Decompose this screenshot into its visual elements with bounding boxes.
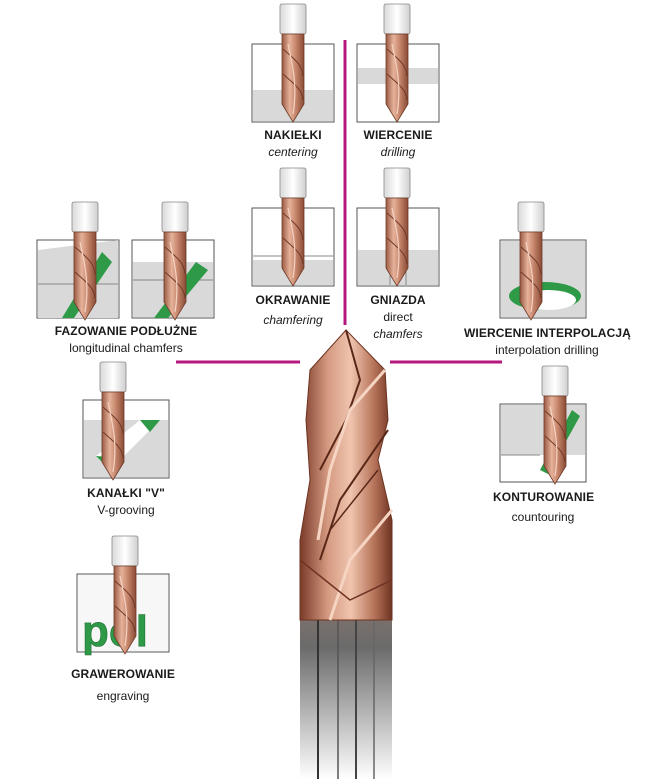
engraving-illustration: pol bbox=[76, 535, 170, 656]
label-direct-chamfers-pl: GNIAZDA bbox=[370, 293, 426, 307]
label-engraving-en: engraving bbox=[96, 689, 150, 703]
drilling-illustration bbox=[356, 3, 440, 123]
interpolation-drilling-illustration bbox=[499, 201, 587, 321]
direct-chamfers-illustration bbox=[356, 167, 440, 287]
label-drilling-pl: WIERCENIE bbox=[363, 128, 433, 142]
longitudinal-chamfers-illustration-1 bbox=[36, 201, 120, 321]
label-countouring: KONTUROWANIE countouring bbox=[493, 489, 595, 526]
countouring-illustration bbox=[499, 365, 587, 485]
label-centering-pl: NAKIEŁKI bbox=[264, 128, 322, 142]
label-engraving-pl: GRAWEROWANIE bbox=[71, 667, 175, 681]
label-v-grooving-en: V-grooving bbox=[97, 503, 155, 517]
label-countouring-en: countouring bbox=[511, 510, 575, 524]
label-centering-en: centering bbox=[268, 145, 318, 159]
chamfering-illustration bbox=[251, 167, 335, 287]
label-interpolation-drilling-en: interpolation drilling bbox=[495, 343, 599, 357]
centering-illustration bbox=[251, 3, 335, 123]
v-grooving-illustration bbox=[82, 361, 170, 481]
longitudinal-chamfers-illustration-2 bbox=[131, 201, 215, 321]
label-v-grooving: KANAŁKI "V" V-grooving bbox=[76, 485, 176, 519]
label-chamfering-en: chamfering bbox=[263, 313, 323, 327]
label-longitudinal-chamfers-en: longitudinal chamfers bbox=[69, 341, 183, 355]
label-direct-chamfers-en2: chamfers bbox=[373, 327, 423, 341]
label-chamfering-pl: OKRAWANIE bbox=[255, 293, 331, 307]
label-longitudinal-chamfers-pl: FAZOWANIE PODŁUŻNE bbox=[54, 324, 198, 338]
label-interpolation-drilling: WIERCENIE INTERPOLACJĄ interpolation dri… bbox=[464, 325, 631, 359]
label-drilling-en: drilling bbox=[380, 145, 416, 159]
label-direct-chamfers: GNIAZDA direct chamfers bbox=[357, 292, 439, 343]
label-direct-chamfers-en: direct bbox=[383, 310, 413, 324]
label-centering: NAKIEŁKI centering bbox=[252, 127, 334, 161]
label-chamfering: OKRAWANIE chamfering bbox=[247, 292, 339, 329]
label-v-grooving-pl: KANAŁKI "V" bbox=[87, 486, 165, 500]
label-drilling: WIERCENIE drilling bbox=[357, 127, 439, 161]
label-longitudinal-chamfers: FAZOWANIE PODŁUŻNE longitudinal chamfers bbox=[50, 323, 202, 357]
label-interpolation-drilling-pl: WIERCENIE INTERPOLACJĄ bbox=[464, 326, 631, 340]
main-drill-tool bbox=[299, 329, 394, 779]
label-engraving: GRAWEROWANIE engraving bbox=[63, 666, 183, 705]
label-countouring-pl: KONTUROWANIE bbox=[493, 490, 595, 504]
